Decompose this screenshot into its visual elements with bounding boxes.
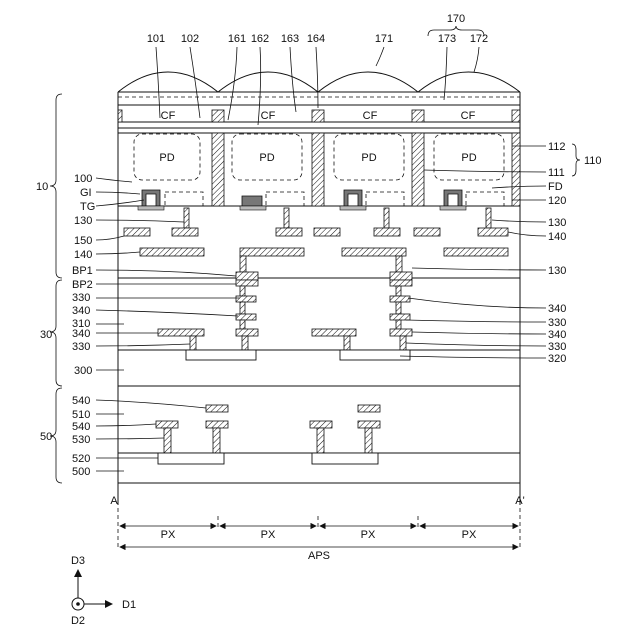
label-bp2: BP2: [72, 279, 93, 291]
memory-wiring: [118, 405, 520, 464]
px-label-3: PX: [361, 529, 376, 541]
label-164: 164: [307, 33, 325, 45]
label-530: 530: [72, 434, 90, 446]
label-120: 120: [548, 195, 566, 207]
label-540-l2: 540: [72, 421, 90, 433]
label-30: 30: [40, 329, 52, 341]
label-10: 10: [36, 181, 48, 193]
cf-label-4: CF: [461, 110, 476, 122]
label-330-r1: 330: [548, 317, 566, 329]
label-140-r: 140: [548, 231, 566, 243]
label-520: 520: [72, 453, 90, 465]
label-510: 510: [72, 409, 90, 421]
label-330-r2: 330: [548, 341, 566, 353]
label-540-l1: 540: [72, 395, 90, 407]
label-171: 171: [375, 33, 393, 45]
aps-label: APS: [308, 550, 330, 562]
label-150: 150: [74, 235, 92, 247]
px-label-4: PX: [462, 529, 477, 541]
label-101: 101: [147, 33, 165, 45]
label-130-l: 130: [74, 215, 92, 227]
label-170: 170: [447, 13, 465, 25]
label-340-l2: 340: [72, 328, 90, 340]
label-320: 320: [548, 353, 566, 365]
label-bp1: BP1: [72, 265, 93, 277]
label-340-l1: 340: [72, 305, 90, 317]
px-label-2: PX: [261, 529, 276, 541]
microlens-layer: [118, 72, 520, 97]
pd-label-2: PD: [259, 152, 274, 164]
top-labels: 170 101 102 161 162 163 164 171 173 172: [147, 13, 488, 125]
pd-label-1: PD: [159, 152, 174, 164]
label-140-l: 140: [74, 249, 92, 261]
label-130-r1: 130: [548, 217, 566, 229]
label-340-r2: 340: [548, 329, 566, 341]
marker-a-prime: A': [515, 495, 524, 507]
marker-a: A: [110, 495, 118, 507]
label-fd: FD: [548, 181, 563, 193]
label-110: 110: [584, 155, 602, 167]
photodiode-region: [118, 133, 520, 210]
label-100: 100: [74, 173, 92, 185]
label-330-l2: 330: [72, 341, 90, 353]
axis-d3-label: D3: [71, 555, 85, 567]
label-300: 300: [74, 365, 92, 377]
label-tg: TG: [80, 201, 95, 213]
label-50: 50: [40, 431, 52, 443]
label-340-r1: 340: [548, 303, 566, 315]
label-163: 163: [281, 33, 299, 45]
pd-label-4: PD: [461, 152, 476, 164]
logic-wiring: [118, 280, 520, 360]
label-112: 112: [548, 141, 566, 153]
label-gi: GI: [80, 187, 92, 199]
label-102: 102: [181, 33, 199, 45]
cf-label-3: CF: [363, 110, 378, 122]
label-130-r2: 130: [548, 265, 566, 277]
label-172: 172: [470, 33, 488, 45]
section-markers: A A': [110, 495, 524, 550]
dimension-px: PX PX PX PX APS: [120, 526, 518, 562]
label-500: 500: [72, 466, 90, 478]
cf-label-2: CF: [261, 110, 276, 122]
axis-d2-label: D2: [71, 615, 85, 627]
label-161: 161: [228, 33, 246, 45]
px-label-1: PX: [161, 529, 176, 541]
axis-d1-label: D1: [122, 599, 136, 611]
label-111: 111: [548, 167, 565, 179]
label-173: 173: [438, 33, 456, 45]
axis-indicator: D3 D1 D2: [71, 555, 136, 627]
label-162: 162: [251, 33, 269, 45]
cf-label-1: CF: [161, 110, 176, 122]
pd-label-3: PD: [361, 152, 376, 164]
label-330-l1: 330: [72, 292, 90, 304]
